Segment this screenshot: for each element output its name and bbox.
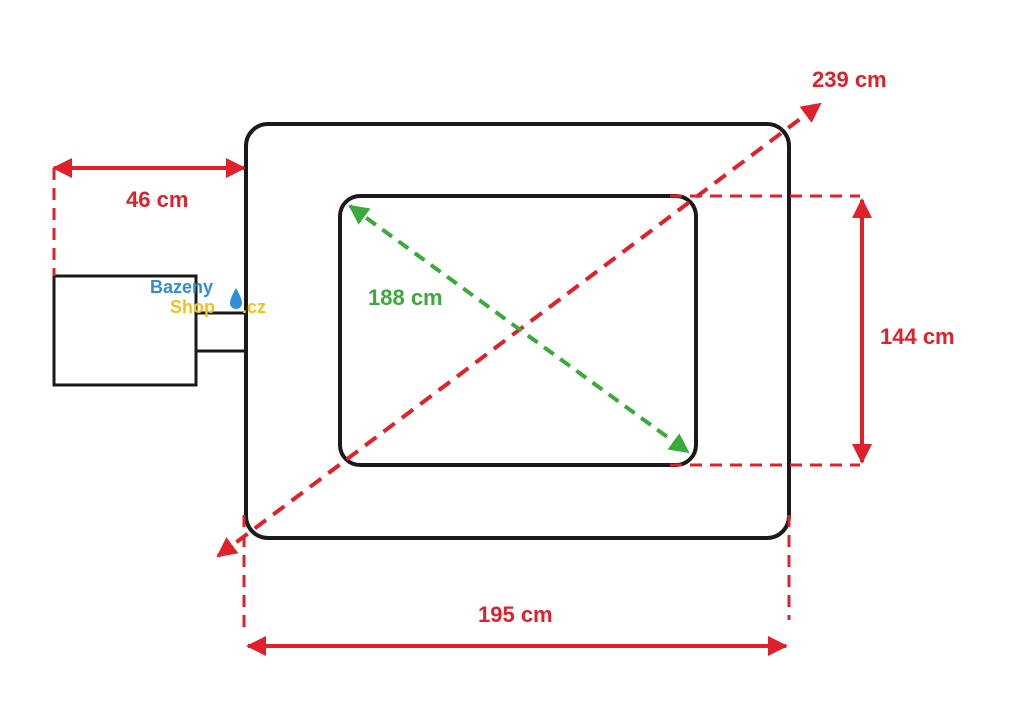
inner-height-label: 144 cm <box>880 324 955 349</box>
outer-diagonal-label: 239 cm <box>812 67 887 92</box>
logo-line1: Bazeny <box>150 277 213 297</box>
logo-line2-shop: Shop <box>170 297 215 317</box>
side-dimension-label: 46 cm <box>126 187 188 212</box>
outer-width-label: 195 cm <box>478 602 553 627</box>
bazenyshop-logo: Bazeny Shop .cz <box>150 277 266 317</box>
inner-diagonal-arrow <box>348 204 690 454</box>
pump-unit <box>52 274 198 387</box>
logo-line2-cz: .cz <box>242 297 266 317</box>
water-drop-icon <box>230 288 242 309</box>
inner-diagonal-label: 188 cm <box>368 285 443 310</box>
